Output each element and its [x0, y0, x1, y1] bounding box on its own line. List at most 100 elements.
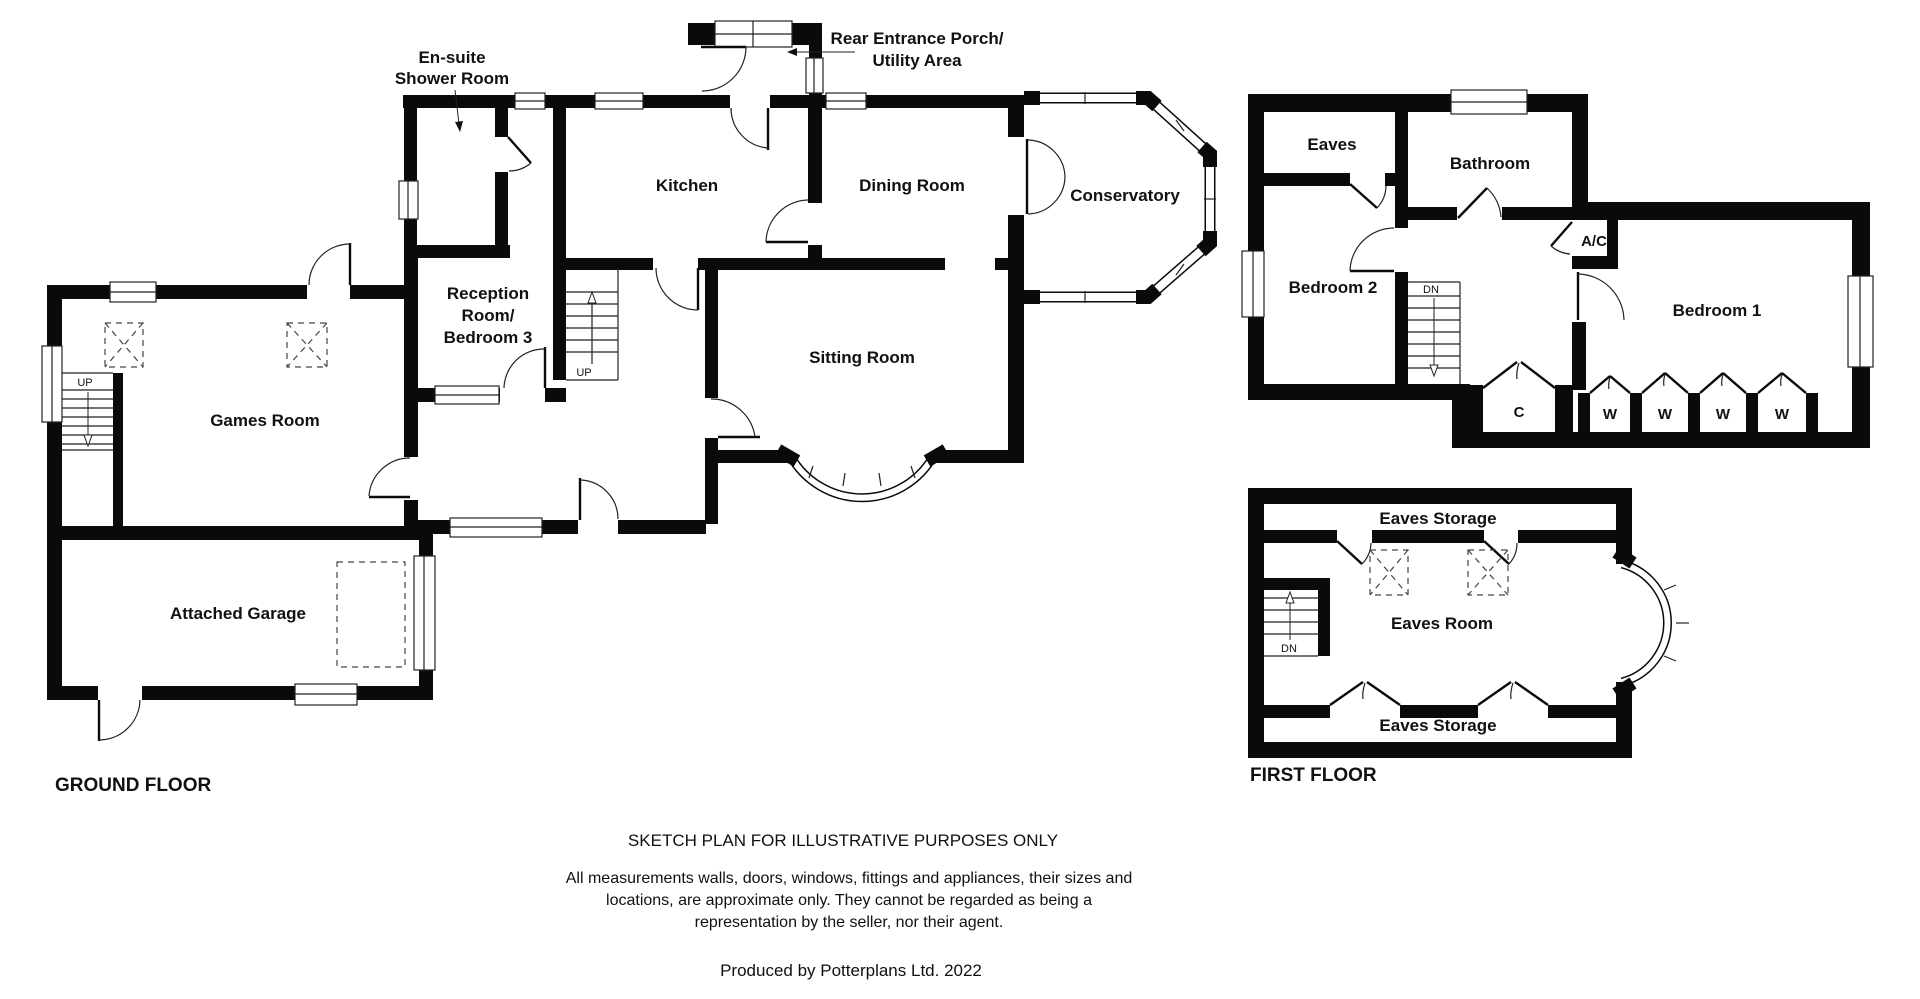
window	[413, 555, 436, 671]
eaves-storage-chevron1	[1329, 681, 1401, 706]
bedroom1-door	[1576, 272, 1625, 321]
label-kitchen: Kitchen	[656, 176, 718, 195]
label-ac: A/C	[1581, 233, 1607, 250]
games-hall-door	[368, 457, 411, 499]
label-reception2: Room/	[462, 306, 515, 325]
eaves-storage-chevron2	[1477, 681, 1549, 706]
label-eaves-room: Eaves Room	[1391, 614, 1493, 633]
eaves-storage-door2	[1483, 540, 1518, 565]
sitting-bow-window	[774, 444, 950, 503]
games-ceiling-symbol2	[286, 322, 328, 368]
games-stairs-up: UP	[62, 372, 113, 451]
window	[109, 281, 157, 303]
bedroom2-door	[1349, 227, 1395, 273]
ground-labels: En-suite Shower Room Rear Entrance Porch…	[55, 29, 1180, 796]
eaves-ceiling-symbol2	[1467, 549, 1509, 596]
porch-kitchen-door	[730, 107, 770, 150]
window	[714, 20, 793, 48]
window	[1847, 275, 1874, 368]
games-ceiling-symbol	[104, 322, 144, 368]
eaves-floor-plan: DN Eaves Storage Eaves Room Eaves Storag…	[1248, 488, 1689, 758]
label-porch2: Utility Area	[872, 51, 962, 70]
ff-windows	[1241, 89, 1874, 368]
label-conservatory: Conservatory	[1070, 186, 1180, 205]
front-door	[578, 478, 619, 520]
ground-windows	[41, 20, 867, 706]
ensuite-door	[507, 136, 532, 172]
window	[449, 517, 543, 538]
window	[294, 683, 358, 706]
eaves-bow-window	[1612, 546, 1689, 700]
wardrobe-doors	[1589, 372, 1807, 394]
kitchen-dining-door	[765, 199, 809, 244]
label-ensuite2: Shower Room	[395, 69, 509, 88]
label-bedroom2: Bedroom 2	[1289, 278, 1378, 297]
label-closet: C	[1514, 404, 1525, 421]
eaves-storage-door1	[1336, 540, 1372, 565]
dining-conservatory-doors	[1025, 139, 1066, 215]
label-wardrobe3: W	[1716, 406, 1731, 423]
disclaimer-line2: locations, are approximate only. They ca…	[606, 892, 1092, 909]
label-ground-floor: GROUND FLOOR	[55, 775, 211, 796]
eaves-labels: Eaves Storage Eaves Room Eaves Storage	[1379, 509, 1496, 735]
window	[41, 345, 63, 423]
sketch-title: SKETCH PLAN FOR ILLUSTRATIVE PURPOSES ON…	[628, 831, 1058, 850]
window	[594, 92, 644, 110]
label-bedroom1: Bedroom 1	[1673, 301, 1762, 320]
window	[805, 57, 824, 94]
bathroom-door	[1457, 187, 1502, 219]
label-first-floor: FIRST FLOOR	[1250, 765, 1377, 786]
ground-walls	[47, 23, 1024, 700]
label-reception: Reception	[447, 284, 529, 303]
label-garage: Attached Garage	[170, 604, 306, 623]
label-sitting: Sitting Room	[809, 348, 915, 367]
window	[398, 180, 419, 220]
eaves-walls	[1248, 488, 1632, 758]
eaves-stairs-down: DN	[1264, 590, 1318, 657]
label-dining: Dining Room	[859, 176, 965, 195]
disclaimer-line3: representation by the seller, nor their …	[695, 914, 1004, 931]
ff-stairs-down: DN	[1408, 281, 1461, 384]
label-wardrobe4: W	[1775, 406, 1790, 423]
window	[434, 385, 500, 405]
eaves-ceiling-symbol1	[1369, 549, 1409, 596]
garage-exterior-door	[97, 699, 141, 741]
window	[514, 92, 546, 110]
garage-car-outline	[336, 561, 406, 668]
games-exterior-door	[308, 243, 352, 286]
disclaimer-line1: All measurements walls, doors, windows, …	[566, 870, 1133, 887]
reception-door	[503, 347, 547, 389]
label-eaves-storage-top: Eaves Storage	[1379, 509, 1496, 528]
label-reception3: Bedroom 3	[444, 328, 533, 347]
label-porch: Rear Entrance Porch/	[831, 29, 1004, 48]
first-floor-plan: DN Eaves Bathroom Bedroom 2 A/C Bedroom …	[1241, 89, 1874, 786]
kitchen-hall-door	[655, 267, 700, 311]
ff-stairs-label: DN	[1423, 284, 1439, 296]
label-games: Games Room	[210, 411, 320, 430]
label-wardrobe1: W	[1603, 406, 1618, 423]
games-stairs-label: UP	[77, 377, 92, 389]
window	[1241, 250, 1265, 318]
label-wardrobe2: W	[1658, 406, 1673, 423]
window	[1450, 89, 1528, 115]
footer-text: SKETCH PLAN FOR ILLUSTRATIVE PURPOSES ON…	[566, 831, 1133, 980]
ff-doors	[1349, 183, 1807, 394]
label-eaves-storage-bottom: Eaves Storage	[1379, 716, 1496, 735]
ff-walls	[1248, 94, 1870, 448]
producer: Produced by Potterplans Ltd. 2022	[720, 961, 982, 980]
ground-floor-plan: UP UP	[41, 20, 1217, 796]
stairs-up-label: UP	[576, 367, 591, 379]
conservatory-windows	[1024, 91, 1217, 304]
eaves-room-door	[1349, 183, 1387, 209]
label-bathroom: Bathroom	[1450, 154, 1530, 173]
eaves-doors	[1329, 540, 1549, 706]
label-ensuite: En-suite	[418, 48, 485, 67]
ground-doors	[97, 45, 1066, 741]
closet-doors	[1482, 361, 1556, 389]
ac-door	[1550, 221, 1573, 255]
ff-labels: Eaves Bathroom Bedroom 2 A/C Bedroom 1 C…	[1250, 135, 1790, 786]
label-eaves: Eaves	[1307, 135, 1356, 154]
window	[825, 92, 867, 110]
main-stairs-up: UP	[566, 268, 619, 381]
